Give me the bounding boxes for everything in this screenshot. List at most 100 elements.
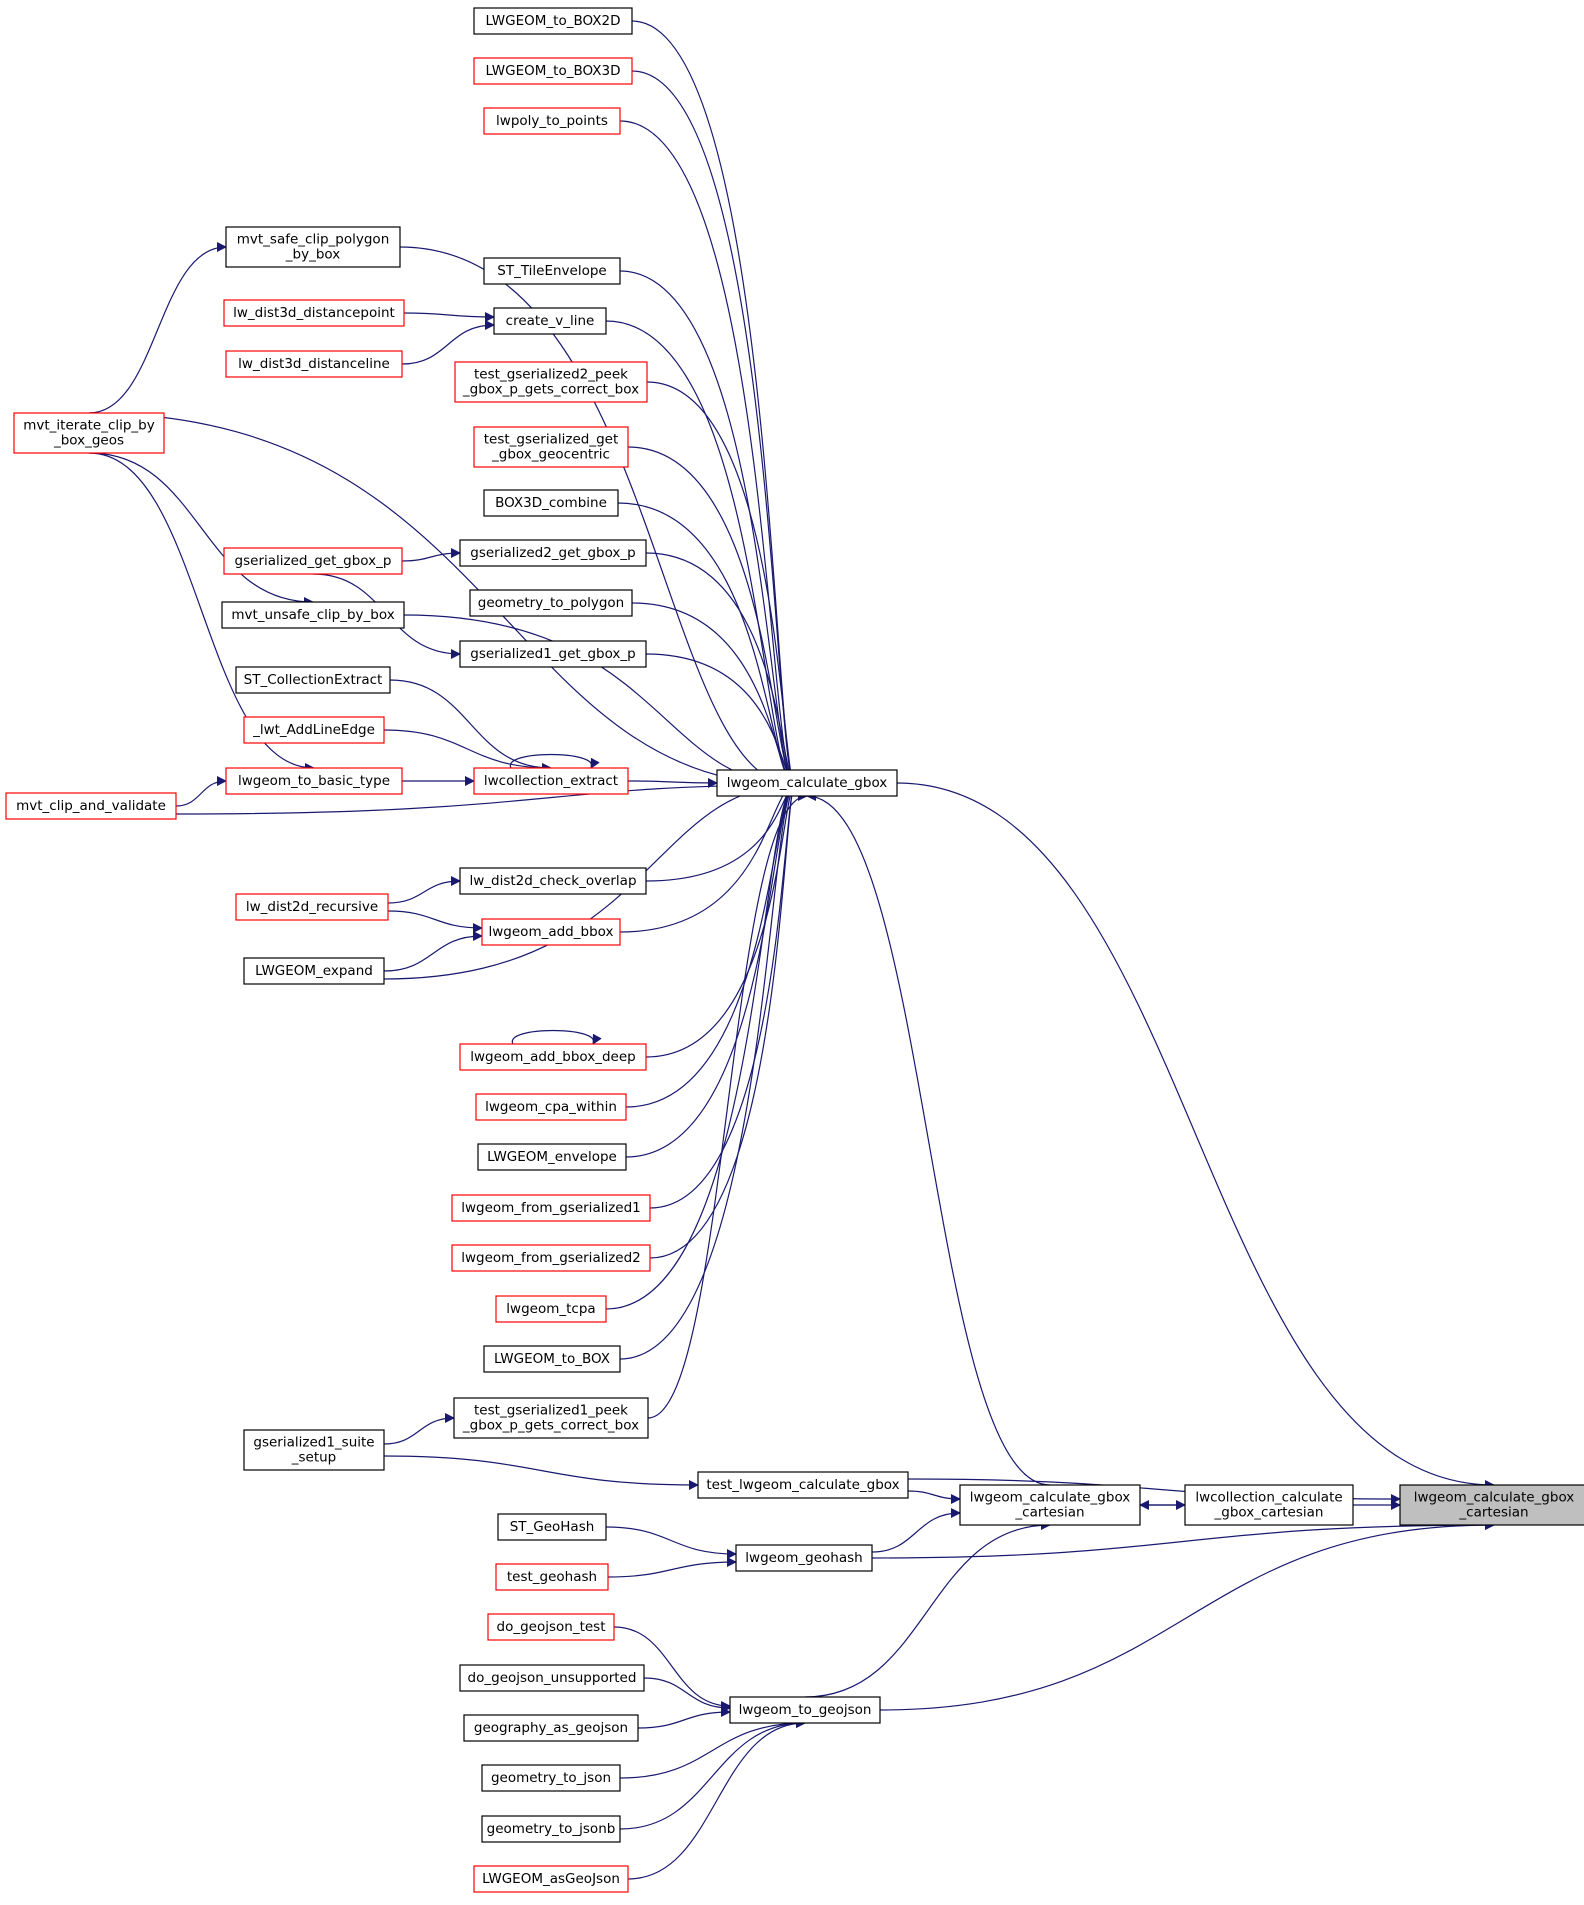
node-label: lwgeom_tcpa <box>506 1301 595 1317</box>
node-box <box>223 547 403 575</box>
function-node-tggeo[interactable]: test_gserialized_get_gbox_geocentric <box>473 426 629 468</box>
function-node-box2d[interactable]: LWGEOM_to_BOX2D <box>473 7 633 35</box>
function-node-collext[interactable]: ST_CollectionExtract <box>235 666 391 694</box>
function-node-lwcollext[interactable]: lwcollection_extract <box>473 767 629 795</box>
node-label: geometry_to_polygon <box>478 595 624 611</box>
function-node-tileenv[interactable]: ST_TileEnvelope <box>483 257 621 285</box>
node-label: lwpoly_to_points <box>496 113 608 129</box>
node-box <box>483 107 621 135</box>
node-label: lwgeom_to_geojson <box>739 1702 872 1718</box>
function-node-geom2poly[interactable]: geometry_to_polygon <box>469 589 633 617</box>
function-node-asgeojson[interactable]: LWGEOM_asGeoJson <box>473 1865 629 1893</box>
node-label: lwgeom_calculate_gbox <box>1414 1490 1575 1506</box>
function-node-geohash[interactable]: lwgeom_geohash <box>735 1544 873 1572</box>
function-node-target[interactable]: lwgeom_calculate_gbox_cartesian <box>1399 1484 1584 1526</box>
function-node-geoggj[interactable]: geography_as_geojson <box>463 1714 639 1742</box>
node-label: lwgeom_add_bbox_deep <box>470 1049 635 1065</box>
function-node-addbboxd[interactable]: lwgeom_add_bbox_deep <box>459 1043 647 1071</box>
function-node-calc[interactable]: lwgeom_calculate_gbox <box>716 769 898 797</box>
function-node-g2json[interactable]: geometry_to_json <box>481 1764 621 1792</box>
function-node-addline[interactable]: _lwt_AddLineEdge <box>243 716 385 744</box>
function-node-envelope[interactable]: LWGEOM_envelope <box>477 1143 627 1171</box>
node-label: mvt_unsafe_clip_by_box <box>231 607 394 623</box>
call-edge-7 <box>627 446 796 790</box>
function-node-stgeohash[interactable]: ST_GeoHash <box>497 1513 607 1541</box>
node-box <box>459 640 647 668</box>
function-node-gs1suite[interactable]: gserialized1_suite_setup <box>243 1429 385 1471</box>
node-label: LWGEOM_to_BOX <box>494 1351 610 1367</box>
node-label: lwgeom_calculate_gbox <box>970 1490 1131 1506</box>
call-edge-57 <box>627 777 718 788</box>
call-edge-15 <box>645 780 796 1058</box>
call-edge-6 <box>646 381 796 790</box>
function-node-recursive[interactable]: lw_dist2d_recursive <box>235 893 389 921</box>
node-box <box>697 1471 909 1499</box>
function-node-overlap[interactable]: lw_dist2d_check_overlap <box>459 867 647 895</box>
function-node-cpa[interactable]: lwgeom_cpa_within <box>475 1093 627 1121</box>
function-node-gs2-get[interactable]: gserialized2_get_gbox_p <box>459 539 647 567</box>
call-edge-55 <box>389 679 552 773</box>
node-box <box>463 1714 639 1742</box>
function-node-mvt-unsafe[interactable]: mvt_unsafe_clip_by_box <box>221 601 405 629</box>
function-node-box3d[interactable]: LWGEOM_to_BOX3D <box>473 57 633 85</box>
node-box <box>459 539 647 567</box>
node-box <box>13 412 165 454</box>
function-node-dist3d-pt[interactable]: lw_dist3d_distancepoint <box>223 299 405 327</box>
node-label: _gbox_cartesian <box>1214 1505 1324 1521</box>
function-node-expand[interactable]: LWGEOM_expand <box>243 957 385 985</box>
function-node-from2[interactable]: lwgeom_from_gserialized2 <box>451 1244 651 1272</box>
function-node-tg1peek[interactable]: test_gserialized1_peek_gbox_p_gets_corre… <box>453 1397 649 1439</box>
function-node-tobox[interactable]: LWGEOM_to_BOX <box>483 1345 621 1373</box>
node-box <box>473 7 633 35</box>
function-node-poly-pts[interactable]: lwpoly_to_points <box>483 107 621 135</box>
function-node-testgeohash[interactable]: test_geohash <box>495 1563 609 1591</box>
node-box <box>221 601 405 629</box>
node-label: test_gserialized_get <box>484 432 619 448</box>
function-node-gs-get[interactable]: gserialized_get_gbox_p <box>223 547 403 575</box>
function-node-vline[interactable]: create_v_line <box>493 307 607 335</box>
call-edge-34 <box>879 1520 1495 1711</box>
call-edge-45 <box>627 1718 806 1880</box>
node-label: LWGEOM_expand <box>255 963 373 979</box>
node-box <box>495 1563 609 1591</box>
node-label: lwgeom_geohash <box>745 1550 862 1566</box>
function-node-mvt-iter[interactable]: mvt_iterate_clip_by_box_geos <box>13 412 165 454</box>
function-node-lwcoll-cart[interactable]: lwcollection_calculate_gbox_cartesian <box>1184 1484 1354 1526</box>
call-edge-48 <box>401 548 461 562</box>
function-node-dogjuns[interactable]: do_geojson_unsupported <box>459 1664 645 1692</box>
node-box <box>453 1397 649 1439</box>
function-node-from1[interactable]: lwgeom_from_gserialized1 <box>451 1194 651 1222</box>
node-box <box>243 957 385 985</box>
node-label: lwgeom_add_bbox <box>489 924 614 940</box>
node-box <box>459 1043 647 1071</box>
function-node-b3comb[interactable]: BOX3D_combine <box>483 489 619 517</box>
call-edge-29 <box>806 791 1051 1486</box>
recursive-call-edge-lwcollext <box>510 753 600 769</box>
function-node-tg2peek[interactable]: test_gserialized2_peek_gbox_p_gets_corre… <box>454 361 648 403</box>
node-label: _lwt_AddLineEdge <box>252 722 375 738</box>
function-node-lwg-cart[interactable]: lwgeom_calculate_gbox_cartesian <box>959 1484 1141 1526</box>
call-edge-37 <box>383 1455 699 1490</box>
node-label: ST_GeoHash <box>510 1519 595 1535</box>
function-node-g2jsonb[interactable]: geometry_to_jsonb <box>481 1815 621 1843</box>
call-edge-46 <box>403 311 495 322</box>
function-node-gs1-get[interactable]: gserialized1_get_gbox_p <box>459 640 647 668</box>
function-node-tcpa[interactable]: lwgeom_tcpa <box>495 1295 607 1323</box>
function-node-mvt-clip[interactable]: mvt_clip_and_validate <box>5 792 177 820</box>
node-label: mvt_safe_clip_polygon <box>237 232 390 248</box>
call-edge-21 <box>619 780 796 1360</box>
node-label: lwgeom_from_gserialized2 <box>461 1250 641 1266</box>
call-edge-42 <box>637 1707 731 1729</box>
node-label: LWGEOM_envelope <box>487 1149 617 1165</box>
function-node-test-calc[interactable]: test_lwgeom_calculate_gbox <box>697 1471 909 1499</box>
function-node-dogjtest[interactable]: do_geojson_test <box>487 1613 615 1641</box>
node-box <box>493 307 607 335</box>
node-box <box>451 1194 651 1222</box>
function-node-basic[interactable]: lwgeom_to_basic_type <box>225 767 403 795</box>
function-node-geojson[interactable]: lwgeom_to_geojson <box>729 1696 881 1724</box>
function-node-dist3d-ln[interactable]: lw_dist3d_distanceline <box>225 350 403 378</box>
function-node-mvt-safe[interactable]: mvt_safe_clip_polygon_by_box <box>225 226 401 268</box>
node-box <box>473 57 633 85</box>
function-node-addbbox[interactable]: lwgeom_add_bbox <box>481 918 621 946</box>
node-box <box>475 1093 627 1121</box>
